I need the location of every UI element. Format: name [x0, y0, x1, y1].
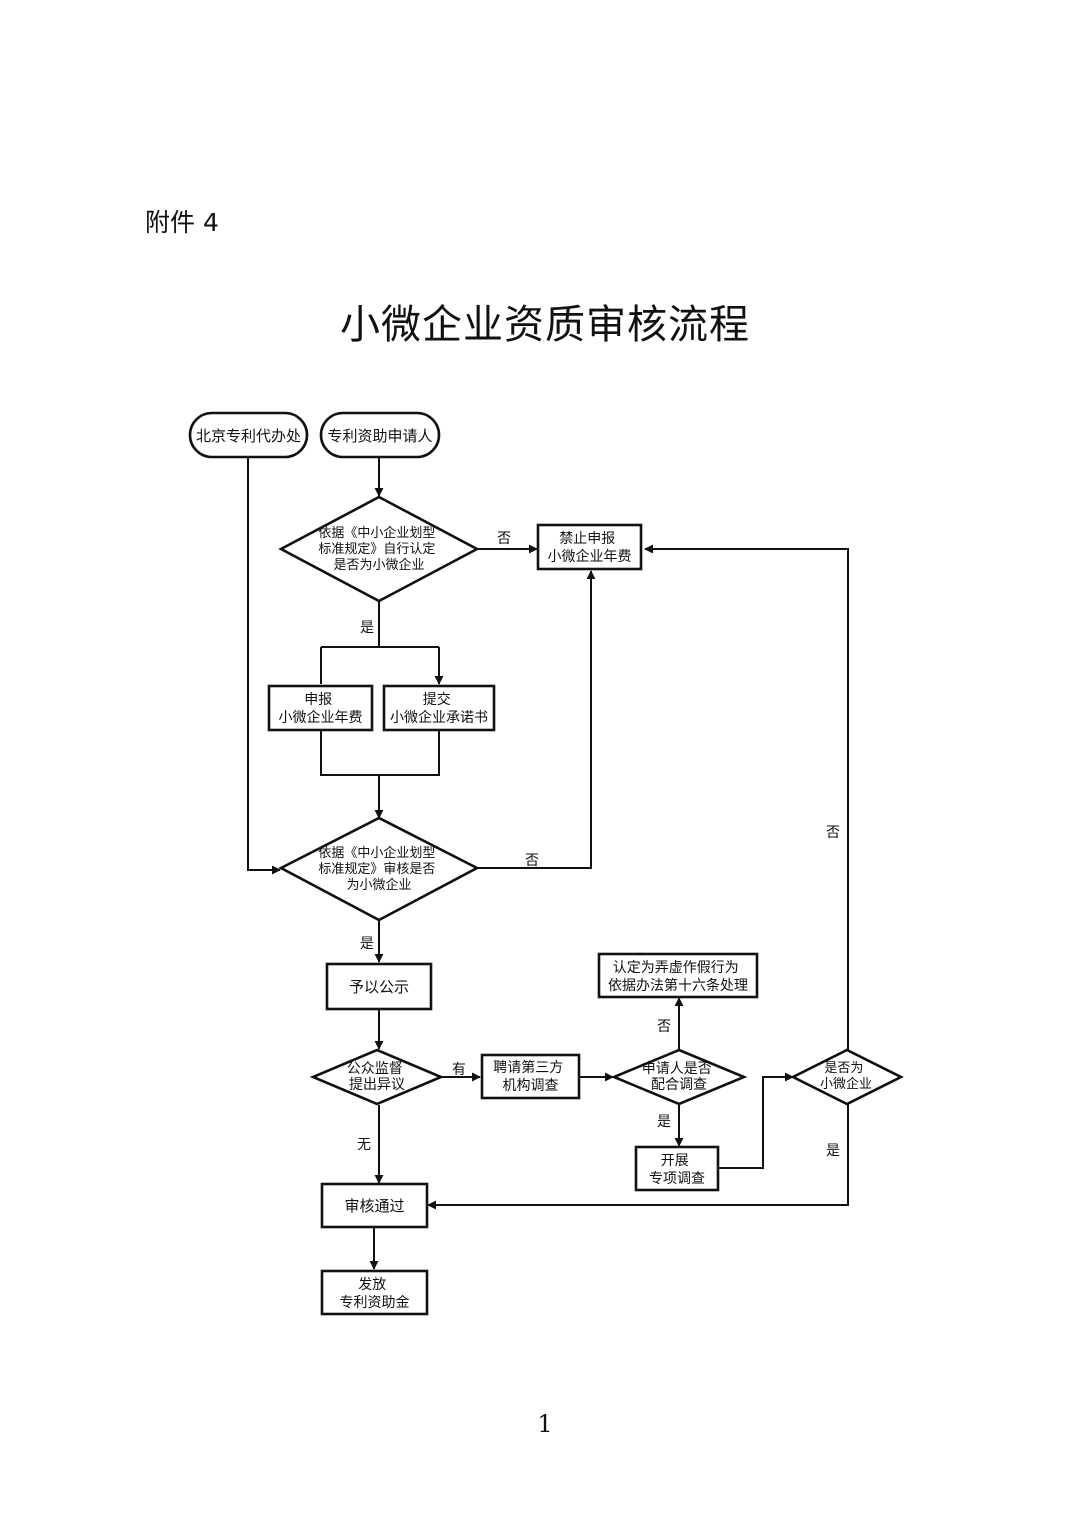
- decision-cooperate-line-2: 配合调查: [651, 1077, 707, 1093]
- decision-review-line-3: 为小微企业: [346, 877, 411, 893]
- decision-review-line-2: 标准规定》审核是否: [318, 862, 435, 877]
- page-title: 小微企业资质审核流程: [340, 302, 750, 348]
- decision-cooperate-line-1: 申请人是否: [642, 1061, 712, 1077]
- start-office-label: 北京专利代办处: [196, 427, 301, 445]
- decision-public-line-2: 提出异议: [349, 1077, 405, 1093]
- forbid-line-1: 禁止申报: [559, 531, 615, 547]
- forbid-line-2: 小微企业年费: [548, 548, 632, 565]
- decision-cooperate: 申请人是否 配合调查: [610, 1048, 748, 1106]
- edge-labels: 否 是 否 是 有 无 否 是 否 是: [357, 531, 840, 1159]
- special-investigation-node: 开展 专项调查: [634, 1145, 720, 1192]
- decision-review-text: 依据《中小企业划型 标准规定》审核是否 为小微企业: [318, 845, 439, 893]
- declare-text: 申报 小微企业年费: [279, 692, 363, 726]
- edge-office-to-review: [247, 457, 281, 875]
- label-review-no: 否: [525, 853, 539, 869]
- forbid-text: 禁止申报 小微企业年费: [548, 531, 632, 565]
- hire-line-2: 机构调查: [503, 1078, 559, 1094]
- fraud-line-2: 依据办法第十六条处理: [608, 977, 748, 994]
- special-text: 开展 专项调查: [649, 1153, 705, 1187]
- hire-text: 聘请第三方 机构调查: [493, 1059, 567, 1094]
- hire-third-party-node: 聘请第三方 机构调查: [480, 1053, 581, 1100]
- edge-small-no-to-forbid: [644, 544, 849, 1050]
- approve-node: 审核通过: [320, 1182, 429, 1229]
- decision-small-line-1: 是否为: [824, 1061, 863, 1076]
- special-line-1: 开展: [661, 1153, 689, 1169]
- start-office-node: 北京专利代办处: [188, 411, 309, 459]
- connectors: [247, 457, 849, 1210]
- label-small-yes: 是: [826, 1143, 840, 1159]
- edge-self-yes-split: [320, 601, 439, 684]
- publicize-label: 予以公示: [349, 978, 409, 996]
- label-review-yes: 是: [360, 936, 374, 952]
- start-applicant-label: 专利资助申请人: [327, 427, 432, 445]
- issue-line-2: 专利资助金: [340, 1295, 410, 1311]
- declare-fee-node: 申报 小微企业年费: [267, 684, 374, 732]
- decision-self-text: 依据《中小企业划型 标准规定》自行认定 是否为小微企业: [318, 525, 439, 573]
- label-cooperate-yes: 是: [657, 1114, 671, 1130]
- decision-public-objection: 公众监督 提出异议: [309, 1048, 445, 1106]
- issue-funds-node: 发放 专利资助金: [320, 1269, 429, 1316]
- fraud-line-1: 认定为弄虚作假行为: [613, 960, 739, 976]
- decision-is-small: 是否为 小微企业: [790, 1048, 904, 1106]
- publicize-node: 予以公示: [325, 962, 433, 1011]
- declare-line-2: 小微企业年费: [279, 709, 363, 726]
- decision-public-text: 公众监督 提出异议: [347, 1061, 407, 1093]
- fraud-text: 认定为弄虚作假行为 依据办法第十六条处理: [608, 960, 748, 994]
- decision-self-line-3: 是否为小微企业: [333, 557, 424, 573]
- decision-review: 依据《中小企业划型 标准规定》审核是否 为小微企业: [278, 816, 480, 922]
- decision-small-line-2: 小微企业: [820, 1076, 872, 1092]
- label-small-no: 否: [826, 825, 840, 841]
- edge-special-to-small: [718, 1072, 794, 1169]
- forbid-declare-node: 禁止申报 小微企业年费: [536, 523, 643, 571]
- decision-self-line-1: 依据《中小企业划型: [318, 525, 435, 541]
- issue-text: 发放 专利资助金: [340, 1277, 410, 1311]
- special-line-2: 专项调查: [649, 1171, 705, 1187]
- decision-public-line-1: 公众监督: [347, 1061, 403, 1077]
- submit-line-1: 提交: [423, 691, 451, 708]
- edge-declare-merge: [320, 731, 440, 776]
- label-cooperate-no: 否: [657, 1019, 671, 1035]
- submit-line-2: 小微企业承诺书: [390, 709, 488, 726]
- decision-review-line-1: 依据《中小企业划型: [318, 845, 435, 861]
- label-public-yes: 有: [452, 1062, 466, 1078]
- label-self-no: 否: [497, 531, 511, 547]
- approve-label: 审核通过: [344, 1197, 404, 1215]
- label-public-no: 无: [357, 1137, 371, 1153]
- label-self-yes: 是: [360, 620, 374, 636]
- declare-line-1: 申报: [304, 692, 332, 708]
- edge-review-no-to-forbid: [477, 570, 596, 869]
- decision-cooperate-text: 申请人是否 配合调查: [642, 1061, 716, 1093]
- submit-text: 提交 小微企业承诺书: [390, 691, 488, 726]
- fraud-handling-node: 认定为弄虚作假行为 依据办法第十六条处理: [597, 952, 759, 999]
- hire-line-1: 聘请第三方: [493, 1059, 563, 1076]
- decision-self-line-2: 标准规定》自行认定: [318, 542, 435, 557]
- decision-self-assessment: 依据《中小企业划型 标准规定》自行认定 是否为小微企业: [278, 495, 480, 603]
- edge-small-yes-to-approve: [427, 1104, 849, 1210]
- submit-commitment-node: 提交 小微企业承诺书: [382, 684, 496, 732]
- issue-line-1: 发放: [358, 1277, 386, 1293]
- page-number: 1: [537, 1410, 553, 1438]
- start-applicant-node: 专利资助申请人: [319, 411, 441, 459]
- decision-small-text: 是否为 小微企业: [820, 1061, 872, 1092]
- attachment-label: 附件 4: [145, 208, 219, 237]
